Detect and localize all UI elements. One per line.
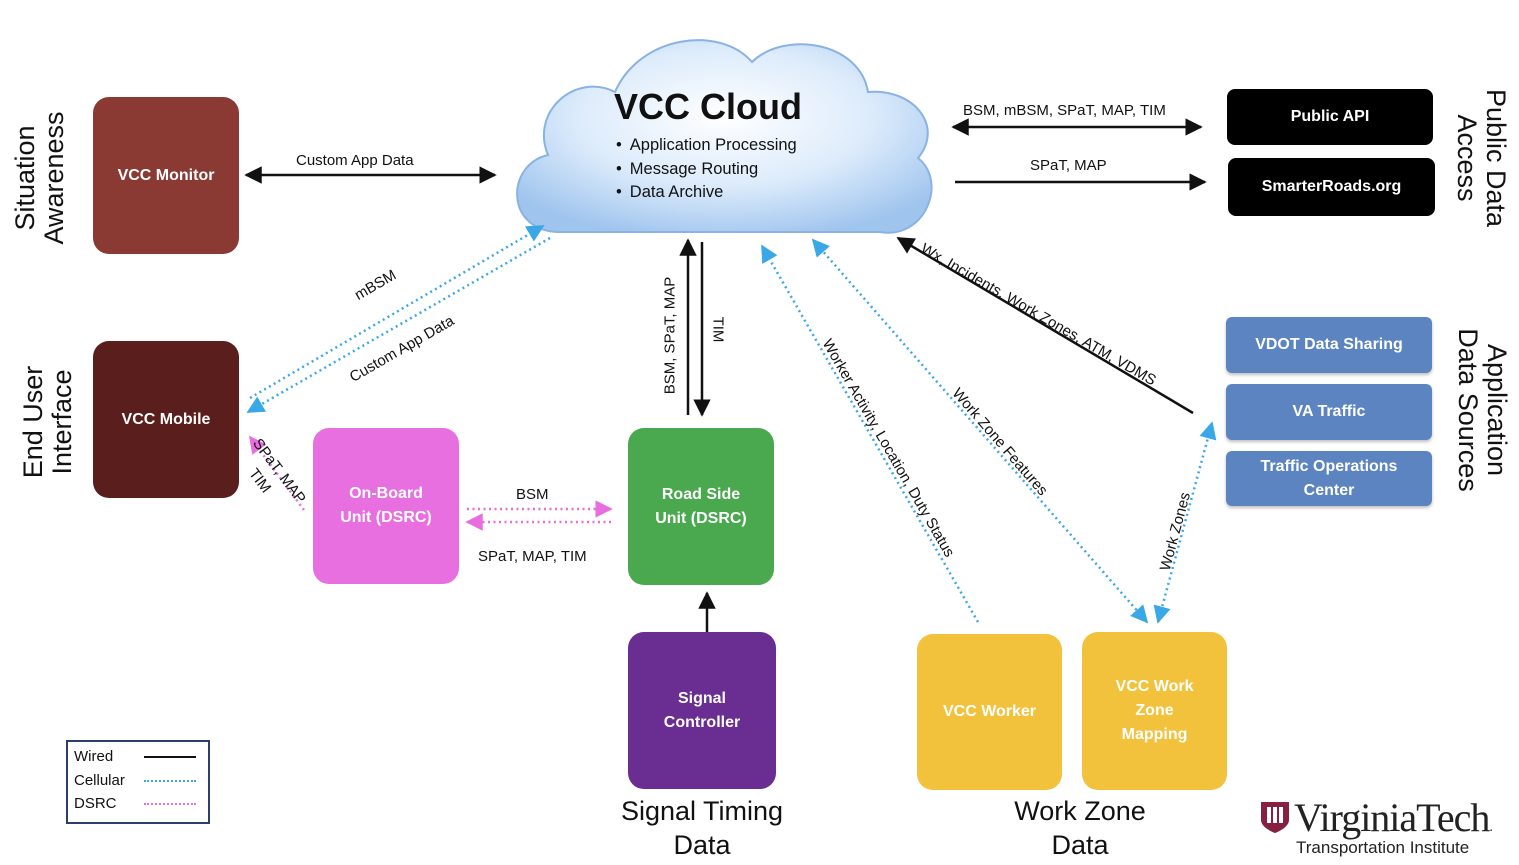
label-rsu-downlink: TIM bbox=[709, 316, 727, 343]
signal-controller-label-line: Signal bbox=[677, 689, 726, 707]
va-traffic-node: VA Traffic bbox=[1226, 384, 1432, 440]
link-mobile-to-cloud bbox=[249, 224, 545, 400]
link-wz-mapping-sources bbox=[1153, 421, 1217, 624]
group-label-line: Work Zone bbox=[1014, 796, 1146, 826]
group-label-line: Situation bbox=[10, 125, 40, 231]
legend-swatch-cellular bbox=[144, 779, 196, 782]
legend-label: Cellular bbox=[74, 772, 125, 789]
group-label-line: Interface bbox=[47, 369, 77, 475]
smarterroads-node: SmarterRoads.org bbox=[1228, 158, 1435, 216]
cloud-title: VCC Cloud bbox=[614, 86, 802, 127]
rsu-label-line: Unit (DSRC) bbox=[655, 509, 747, 527]
signal-controller-label-line: Controller bbox=[663, 713, 741, 731]
group-label-line: Data Sources bbox=[1453, 328, 1483, 492]
cloud-feature-list: Application Processing Message Routing D… bbox=[616, 134, 797, 205]
vt-name-text: VirginiaTech bbox=[1294, 795, 1490, 840]
vcc-mobile-node: VCC Mobile bbox=[93, 341, 239, 498]
group-label-end-user-interface: End User Interface bbox=[18, 362, 79, 482]
wz-mapping-label-line: Mapping bbox=[1121, 726, 1188, 743]
vt-registered-mark: . bbox=[1489, 820, 1492, 835]
legend: Wired Cellular DSRC bbox=[66, 740, 210, 824]
vt-wordmark: VirginiaTech. bbox=[1294, 794, 1493, 841]
legend-row-wired: Wired bbox=[74, 748, 196, 765]
vcc-monitor-label: VCC Monitor bbox=[117, 166, 215, 184]
vcc-mobile-label: VCC Mobile bbox=[121, 410, 211, 428]
group-label-public-data-access: Public Data Access bbox=[1450, 83, 1511, 233]
vdot-data-sharing-node: VDOT Data Sharing bbox=[1226, 317, 1432, 373]
vcc-worker-node: VCC Worker bbox=[917, 634, 1062, 790]
label-bsm-dsrc: BSM bbox=[516, 486, 549, 503]
link-cloud-wz-mapping bbox=[811, 238, 1149, 624]
group-label-line: Application bbox=[1482, 343, 1512, 477]
vcc-monitor-node: VCC Monitor bbox=[93, 97, 239, 254]
smarterroads-label: SmarterRoads.org bbox=[1261, 178, 1402, 195]
group-label-line: Public Data bbox=[1481, 88, 1511, 228]
obu-label-line: Unit (DSRC) bbox=[340, 509, 432, 526]
public-api-node: Public API bbox=[1227, 89, 1433, 145]
cloud-feature: Data Archive bbox=[616, 181, 797, 205]
legend-swatch-wired bbox=[144, 755, 196, 758]
va-traffic-label: VA Traffic bbox=[1292, 403, 1366, 420]
group-label-line: Awareness bbox=[39, 111, 69, 245]
wz-mapping-label-line: Zone bbox=[1135, 702, 1174, 719]
cloud-feature: Application Processing bbox=[616, 134, 797, 158]
group-label-work-zone-data: Work Zone Data bbox=[990, 794, 1170, 862]
virginia-tech-branding: VirginiaTech. Transportation Institute bbox=[1258, 794, 1516, 862]
wz-mapping-label-line: VCC Work bbox=[1115, 678, 1194, 695]
group-label-line: Data bbox=[1051, 830, 1109, 860]
public-api-label: Public API bbox=[1290, 108, 1370, 125]
label-custom-app-data-monitor: Custom App Data bbox=[296, 152, 414, 169]
group-label-application-data-sources: Application Data Sources bbox=[1451, 325, 1512, 495]
group-label-signal-timing-data: Signal Timing Data bbox=[600, 794, 804, 862]
toc-label-line: Center bbox=[1303, 481, 1355, 499]
group-label-line: End User bbox=[18, 365, 48, 479]
vt-shield-logo bbox=[1261, 802, 1289, 833]
legend-row-dsrc: DSRC bbox=[74, 795, 196, 812]
link-cloud-to-mobile bbox=[246, 236, 551, 414]
label-spat-map-tim-dsrc: SPaT, MAP, TIM bbox=[478, 548, 587, 565]
label-public-api-messages: BSM, mBSM, SPaT, MAP, TIM bbox=[963, 102, 1166, 119]
toc-label-line: Traffic Operations bbox=[1260, 457, 1398, 475]
rsu-label-line: Road Side bbox=[661, 485, 741, 503]
obu-label-line: On-Board bbox=[349, 485, 423, 502]
group-label-line: Access bbox=[1452, 114, 1482, 202]
vt-subtitle: Transportation Institute bbox=[1296, 838, 1470, 857]
label-spat-map-public: SPaT, MAP bbox=[1030, 157, 1107, 174]
vcc-worker-label: VCC Worker bbox=[942, 703, 1037, 720]
legend-label: DSRC bbox=[74, 795, 117, 812]
group-label-line: Data bbox=[673, 830, 731, 860]
vdot-label: VDOT Data Sharing bbox=[1255, 336, 1403, 353]
label-rsu-uplink: BSM, SPaT, MAP bbox=[661, 276, 679, 395]
legend-row-cellular: Cellular bbox=[74, 772, 196, 789]
cloud-feature: Message Routing bbox=[616, 158, 797, 182]
legend-label: Wired bbox=[74, 748, 114, 765]
group-label-situation-awareness: Situation Awareness bbox=[10, 111, 71, 245]
link-obu-to-mobile bbox=[248, 435, 306, 511]
legend-swatch-dsrc bbox=[144, 802, 196, 805]
group-label-line: Signal Timing bbox=[620, 796, 784, 826]
